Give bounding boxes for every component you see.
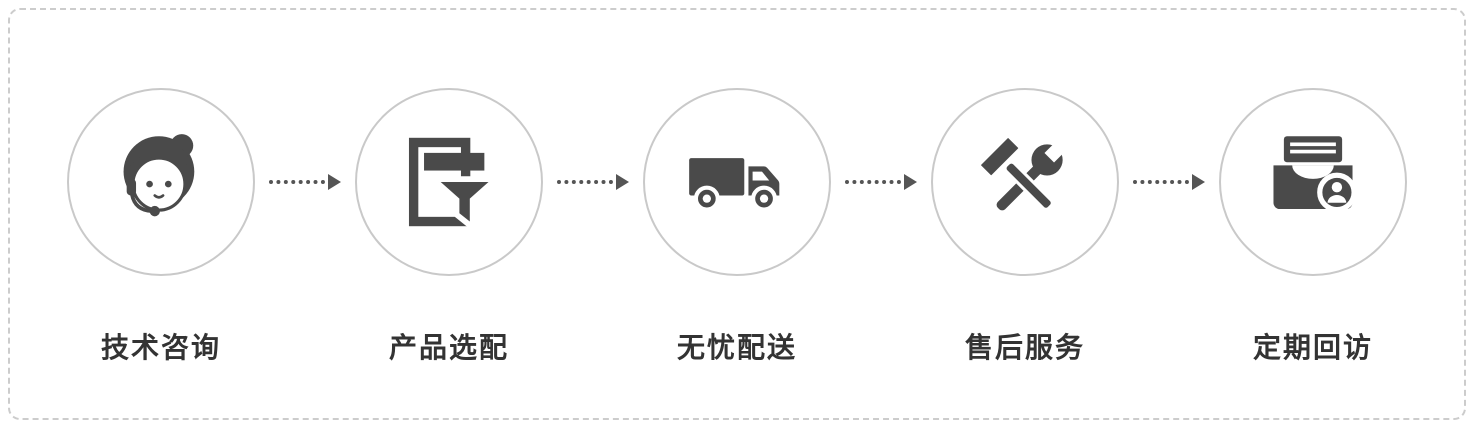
flow-arrow <box>255 172 355 192</box>
hammer-wrench-icon <box>977 134 1067 211</box>
customer-service-agent-icon <box>123 134 195 217</box>
step-circle <box>67 88 255 276</box>
product-filter-form-icon <box>408 137 495 228</box>
dotted-line <box>1133 180 1189 184</box>
arrowhead-icon <box>616 174 629 190</box>
step-label: 售后服务 <box>964 332 1085 363</box>
flow-arrow <box>1119 172 1219 192</box>
arrowhead-icon <box>1192 174 1205 190</box>
step-label: 无忧配送 <box>676 332 797 363</box>
step-revisit: 定期回访 <box>1219 88 1407 366</box>
dotted-line <box>845 180 901 184</box>
archive-revisit-icon <box>1273 136 1357 213</box>
arrowhead-icon <box>328 174 341 190</box>
step-circle <box>643 88 831 276</box>
flow-arrow <box>543 172 643 192</box>
dotted-line <box>269 180 325 184</box>
arrowhead-icon <box>904 174 917 190</box>
dotted-line <box>557 180 613 184</box>
step-label: 技术咨询 <box>100 332 221 363</box>
step-technical-consulting: 技术咨询 <box>67 88 255 366</box>
step-delivery: 无忧配送 <box>643 88 831 366</box>
flow-arrow <box>831 172 931 192</box>
delivery-truck-icon <box>689 158 780 212</box>
step-circle <box>931 88 1119 276</box>
step-label: 产品选配 <box>388 332 509 363</box>
step-circle <box>355 88 543 276</box>
step-after-sales: 售后服务 <box>931 88 1119 366</box>
step-circle <box>1219 88 1407 276</box>
step-label: 定期回访 <box>1252 332 1373 363</box>
step-product-selection: 产品选配 <box>355 88 543 366</box>
